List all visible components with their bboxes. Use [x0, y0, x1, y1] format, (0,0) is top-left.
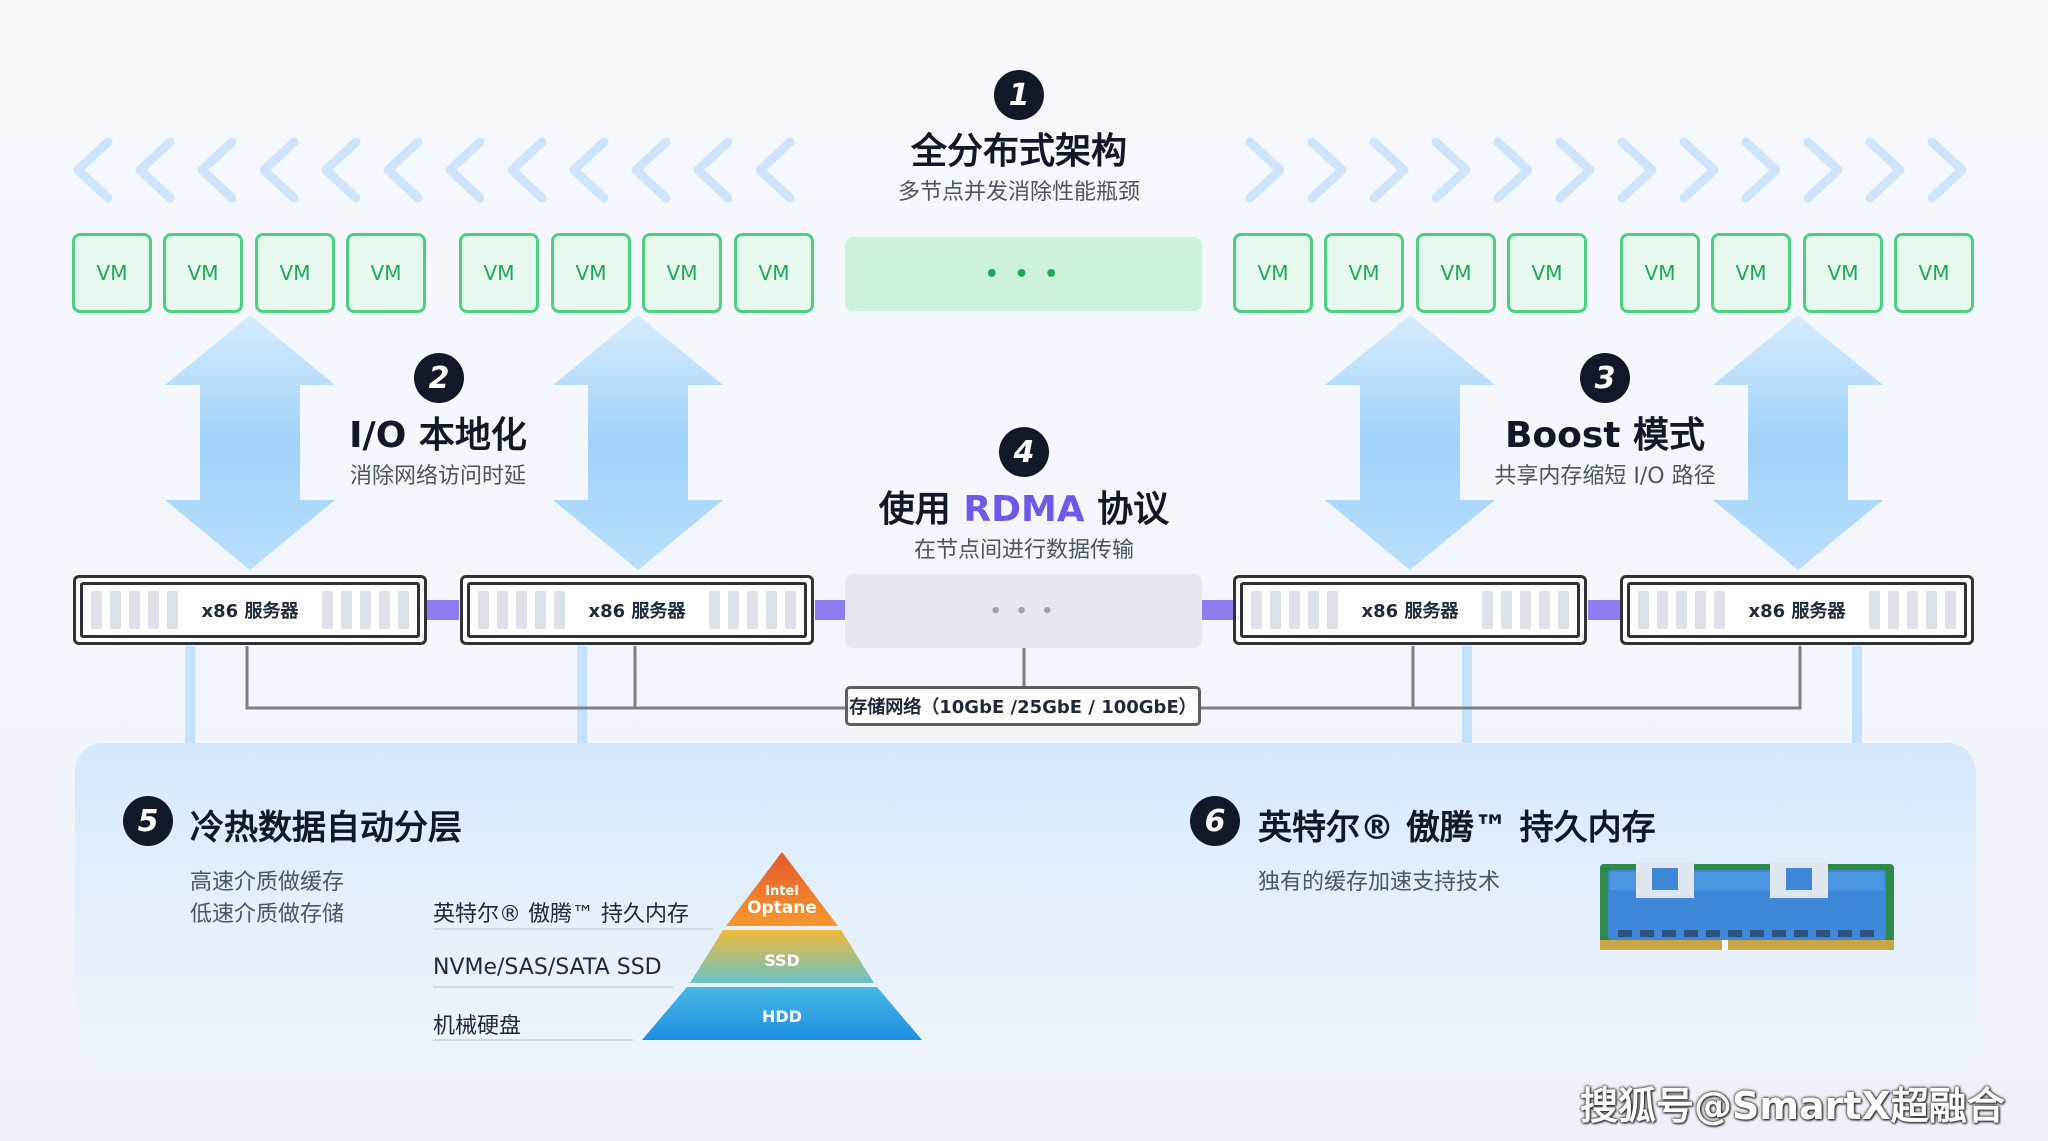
tiering-desc-2: 低速介质做存储	[190, 902, 345, 927]
optane-subtitle: 独有的缓存加速支持技术	[1258, 870, 1501, 895]
tiering-title: 冷热数据自动分层	[190, 808, 462, 848]
vm-box: VM	[1416, 233, 1496, 313]
server-label: x86 服务器	[588, 601, 686, 622]
drive-slots	[1638, 591, 1725, 629]
pyramid-text-optane: Optane	[747, 898, 817, 918]
vm-box: VM	[72, 233, 152, 313]
server-panel: x86 服务器	[80, 582, 420, 638]
server-4: x86 服务器	[1620, 575, 1974, 645]
vm-box: VM	[642, 233, 722, 313]
pyramid-ssd	[690, 930, 874, 983]
badge-5: 5	[123, 796, 173, 846]
server-2: x86 服务器	[460, 575, 814, 645]
tier-label-ssd: NVMe/SAS/SATA SSD	[433, 955, 662, 980]
io-local-subtitle: 消除网络访问时延	[349, 464, 526, 489]
badge-2: 2	[414, 353, 464, 403]
vm-box: VM	[1620, 233, 1700, 313]
drive-slots	[478, 591, 565, 629]
drive-slots	[1869, 591, 1956, 629]
drive-slots	[91, 591, 178, 629]
storage-pyramid: Intel Optane SSD HDD	[642, 852, 922, 1040]
vm-box: VM	[1803, 233, 1883, 313]
vm-placeholder: • • •	[845, 237, 1202, 311]
drive-slots	[1482, 591, 1569, 629]
server-1: x86 服务器	[73, 575, 427, 645]
vm-box: VM	[1233, 233, 1313, 313]
drive-slots	[1251, 591, 1338, 629]
server-panel: x86 服务器	[1627, 582, 1967, 638]
vm-box: VM	[163, 233, 243, 313]
pyramid-text-intel: Intel	[765, 884, 799, 899]
rdma-title-prefix: 使用	[878, 489, 964, 530]
pyramid-text-hdd: HDD	[762, 1007, 802, 1026]
vm-box: VM	[255, 233, 335, 313]
rdma-highlight: RDMA	[963, 489, 1085, 530]
pyramid-optane	[726, 852, 838, 926]
server-label: x86 服务器	[1361, 601, 1459, 622]
tier-divider	[433, 986, 673, 988]
rdma-subtitle: 在节点间进行数据传输	[913, 538, 1134, 563]
rdma-title: 使用 RDMA 协议	[824, 480, 1224, 532]
vm-box: VM	[734, 233, 814, 313]
left-chevrons	[73, 137, 1967, 203]
vm-box: VM	[551, 233, 631, 313]
server-3: x86 服务器	[1233, 575, 1587, 645]
architecture-title: 全分布式架构	[910, 131, 1127, 172]
rdma-title-suffix: 协议	[1084, 489, 1170, 530]
architecture-subtitle: 多节点并发消除性能瓶颈	[897, 180, 1140, 205]
io-local-title: I/O 本地化	[349, 415, 527, 456]
double-arrows	[165, 315, 1883, 570]
optane-title: 英特尔® 傲腾™ 持久内存	[1258, 808, 1656, 848]
boost-subtitle: 共享内存缩短 I/O 路径	[1494, 464, 1716, 489]
tier-label-optane: 英特尔® 傲腾™ 持久内存	[433, 902, 689, 927]
vm-box: VM	[1711, 233, 1791, 313]
tier-label-hdd: 机械硬盘	[433, 1014, 522, 1039]
watermark: 搜狐号@SmartX超融合	[1580, 1084, 2005, 1128]
server-label: x86 服务器	[1748, 601, 1846, 622]
badge-3: 3	[1580, 353, 1630, 403]
tier-divider	[433, 928, 713, 930]
vm-box: VM	[1894, 233, 1974, 313]
memory-module-icon	[1600, 862, 1894, 950]
drive-slots	[322, 591, 409, 629]
tier-divider	[433, 1039, 633, 1041]
storage-network-label: 存储网络（10GbE /25GbE / 100GbE）	[845, 686, 1201, 726]
vm-box: VM	[459, 233, 539, 313]
vm-box: VM	[1507, 233, 1587, 313]
vm-box: VM	[1324, 233, 1404, 313]
boost-title: Boost 模式	[1504, 415, 1706, 456]
badge-6: 6	[1190, 796, 1240, 846]
pyramid-text-ssd: SSD	[764, 951, 800, 970]
pyramid-hdd	[642, 987, 922, 1040]
server-panel: x86 服务器	[1240, 582, 1580, 638]
badge-4: 4	[999, 427, 1049, 477]
badge-1: 1	[994, 70, 1044, 120]
drive-slots	[709, 591, 796, 629]
server-placeholder: • • •	[845, 574, 1202, 648]
tiering-desc-1: 高速介质做缓存	[190, 870, 345, 895]
server-label: x86 服务器	[201, 601, 299, 622]
server-panel: x86 服务器	[467, 582, 807, 638]
vm-box: VM	[346, 233, 426, 313]
